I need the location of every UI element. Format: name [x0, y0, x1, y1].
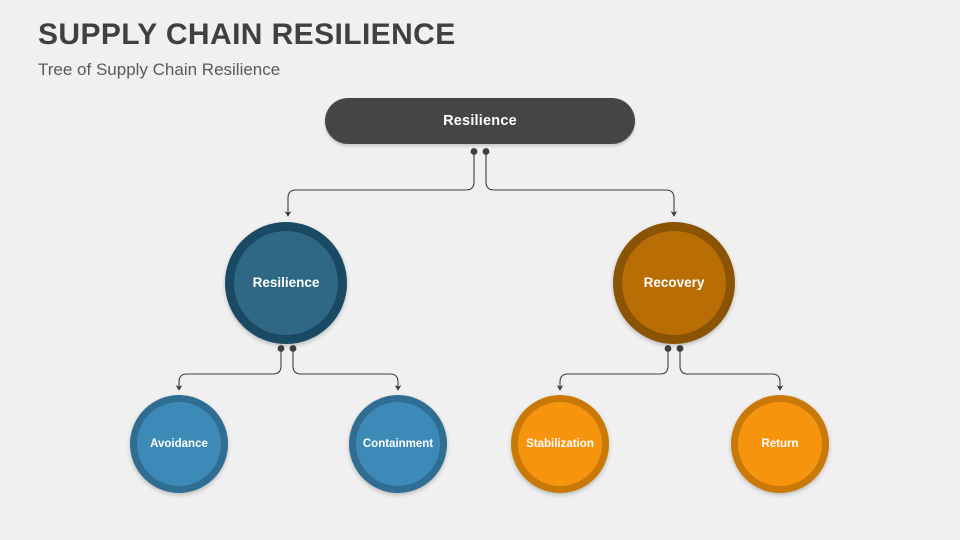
node-leaf-avoidance[interactable]: Avoidance [130, 395, 228, 493]
node-leaf-return[interactable]: Return [731, 395, 829, 493]
connector-recovery-to-return [679, 350, 784, 391]
node-branch-resilience[interactable]: Resilience [225, 222, 347, 344]
node-label: Avoidance [150, 437, 208, 450]
connector-origin-dot-root-left [470, 148, 478, 155]
page-subtitle: Tree of Supply Chain Resilience [38, 59, 281, 79]
connector-root-to-resilience [284, 153, 475, 217]
connector-origin-dot-resilience-left [277, 345, 285, 352]
connector-origin-dot-resilience-right [289, 345, 297, 352]
node-leaf-stabilization[interactable]: Stabilization [511, 395, 609, 493]
page-title: SUPPLY CHAIN RESILIENCE [38, 18, 456, 51]
connector-origin-dot-recovery-left [664, 345, 672, 352]
node-label: Return [761, 437, 799, 450]
node-label: Stabilization [526, 437, 594, 450]
connector-root-to-recovery [485, 153, 678, 217]
node-branch-recovery[interactable]: Recovery [613, 222, 735, 344]
connector-origin-dot-recovery-right [676, 345, 684, 352]
node-label: Recovery [643, 274, 705, 290]
slide-header: SUPPLY CHAIN RESILIENCE Tree of Supply C… [38, 18, 738, 80]
connector-recovery-to-stabilization [556, 350, 669, 391]
node-label: Containment [362, 437, 434, 450]
node-root-resilience[interactable]: Resilience [325, 98, 635, 144]
connector-origin-dot-root-right [482, 148, 490, 155]
node-label: Resilience [443, 113, 517, 129]
node-leaf-containment[interactable]: Containment [349, 395, 447, 493]
connector-resilience-to-avoidance [175, 350, 282, 391]
node-label: Resilience [252, 274, 320, 290]
connector-resilience-to-containment [292, 350, 402, 391]
